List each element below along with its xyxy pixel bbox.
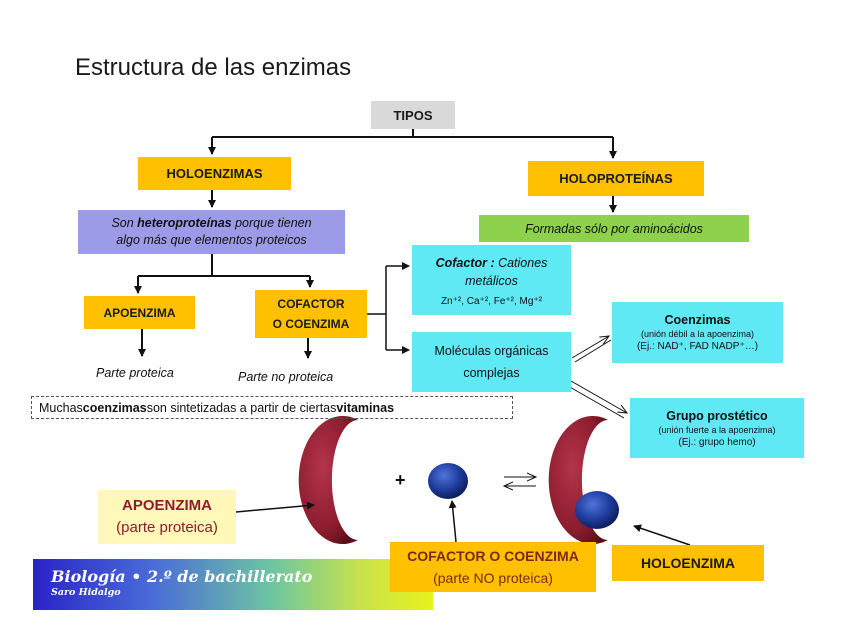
formadas-box: Formadas sólo por aminoácidos — [479, 215, 749, 242]
apoenzyme-shape — [298, 416, 358, 544]
grupo-sub1: (unión fuerte a la apoenzima) — [658, 424, 776, 435]
cofactor-metal-line2: metálicos — [465, 273, 518, 288]
heteroproteinas-box: Son heteroproteínas porque tienen algo m… — [78, 210, 345, 254]
muchas-note: Muchas coenzimas son sintetizadas a part… — [31, 396, 513, 419]
cofactor2-line2: (parte NO proteica) — [433, 570, 553, 586]
banner-main: Biología • 2.º de bachillerato — [51, 567, 313, 586]
holoenzyme-cofactor-sphere — [575, 491, 619, 529]
cofactor2-line1: COFACTOR O COENZIMA — [407, 548, 579, 564]
muchas-bold2: vitaminas — [336, 400, 395, 415]
cofactor-metal-line1: Cationes — [494, 255, 548, 270]
muchas-pre: Muchas — [39, 400, 83, 415]
parte-no-proteica-label: Parte no proteica — [238, 370, 334, 384]
grupo-prostetico-box: Grupo prostético (unión fuerte a la apoe… — [630, 398, 804, 458]
banner-sub: Saro Hidalgo — [51, 587, 121, 598]
page-title: Estructura de las enzimas — [75, 54, 352, 81]
footer-banner: Biología • 2.º de bachillerato Saro Hida… — [33, 559, 433, 610]
parte-proteica-label: Parte proteica — [96, 366, 174, 380]
heteroproteinas-bold: heteroproteínas — [137, 216, 232, 230]
cofactor-metal-box: Cofactor : Cationes metálicos Zn⁺², Ca⁺²… — [412, 245, 571, 315]
muchas-mid: son sintetizadas a partir de ciertas — [146, 400, 337, 415]
apoenzima2-line2: (parte proteica) — [116, 519, 218, 536]
moleculas-box: Moléculas orgánicas complejas — [412, 332, 571, 392]
cofactor-label: COFACTOR O COENZIMA (parte NO proteica) — [390, 542, 596, 592]
heteroproteinas-pre: Son — [111, 216, 138, 230]
moleculas-line2: complejas — [463, 366, 520, 380]
cofactor-metal-ions: Zn⁺², Ca⁺², Fe⁺², Mg⁺² — [440, 295, 543, 307]
plus-sign: + — [395, 470, 406, 490]
cofactor-box: COFACTOR O COENZIMA — [255, 290, 367, 338]
cofactor-line1: COFACTOR — [277, 297, 345, 311]
holoenzima-label: HOLOENZIMA — [612, 545, 764, 581]
coenzimas-title: Coenzimas — [664, 313, 731, 327]
apoenzima2-line1: APOENZIMA — [122, 497, 212, 514]
heteroproteinas-post: porque tienen — [231, 216, 312, 230]
moleculas-line1: Moléculas orgánicas — [434, 344, 549, 358]
coenzimas-sub2: (Ej.: NAD⁺, FAD NADP⁺…) — [636, 341, 759, 352]
holoenzyme-shape — [548, 416, 608, 544]
grupo-title: Grupo prostético — [666, 408, 768, 423]
apoenzima-box: APOENZIMA — [84, 296, 195, 329]
cofactor-metal-label: Cofactor : — [435, 255, 495, 270]
holoproteinas-box: HOLOPROTEÍNAS — [528, 161, 704, 196]
cofactor-line2: O COENZIMA — [272, 317, 350, 331]
muchas-bold1: coenzimas — [82, 400, 147, 415]
cofactor-sphere — [428, 463, 468, 499]
holoenzimas-box: HOLOENZIMAS — [138, 157, 291, 190]
apoenzima-label: APOENZIMA (parte proteica) — [98, 490, 236, 544]
heteroproteinas-line2: algo más que elementos proteicos — [116, 233, 307, 247]
coenzimas-box: Coenzimas (unión débil a la apoenzima) (… — [612, 302, 783, 363]
grupo-sub2: (Ej.: grupo hemo) — [678, 436, 756, 448]
coenzimas-sub1: (unión débil a la apoenzima) — [640, 329, 755, 339]
tipos-box: TIPOS — [371, 101, 455, 129]
